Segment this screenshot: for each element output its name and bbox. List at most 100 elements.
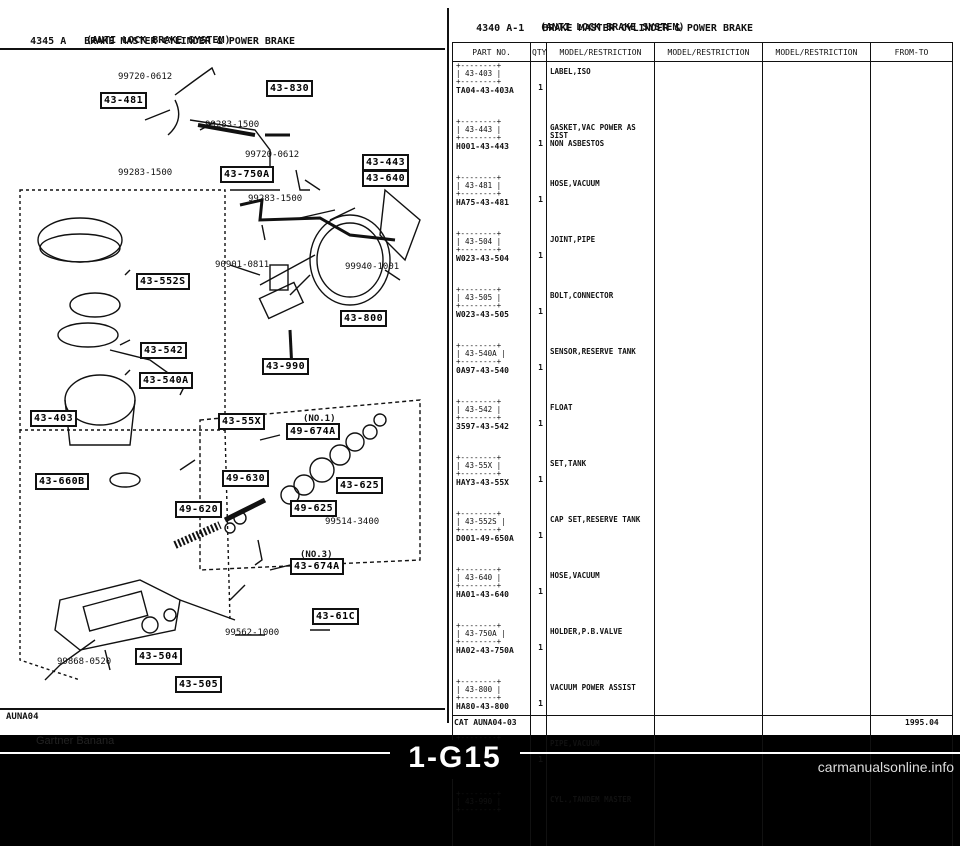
part-number: HA75-43-481 bbox=[456, 198, 527, 207]
ref-code: 43-640 bbox=[465, 573, 492, 582]
table-row: +--------+| 43-990 |+--------+CYL.,TANDE… bbox=[453, 790, 953, 846]
center-divider bbox=[447, 8, 449, 723]
pn-99562-1000: 99562-1000 bbox=[225, 628, 279, 638]
restriction-cell bbox=[655, 62, 763, 119]
from-to-cell bbox=[871, 230, 953, 286]
qty-cell: 1 bbox=[531, 510, 547, 566]
code-box: +--------+| 43-505 |+--------+ bbox=[456, 286, 527, 310]
qty-cell: 1 bbox=[531, 62, 547, 119]
callout-43-504: 43-504 bbox=[135, 648, 182, 665]
part-number: HA02-43-750A bbox=[456, 646, 527, 655]
code-box: +--------+| 43-504 |+--------+ bbox=[456, 230, 527, 254]
description-cell: JOINT,PIPE bbox=[547, 230, 655, 286]
pn-99720-0612-a: 99720-0612 bbox=[118, 72, 172, 82]
callout-43-674a: 43-674A bbox=[290, 558, 344, 575]
restriction-cell bbox=[655, 622, 763, 678]
footer-right: 1995.04 bbox=[905, 718, 939, 727]
restriction-cell bbox=[655, 118, 763, 174]
table-header-row: PART NO. QTY MODEL/RESTRICTION MODEL/RES… bbox=[453, 43, 953, 62]
parts-table: PART NO. QTY MODEL/RESTRICTION MODEL/RES… bbox=[452, 42, 953, 846]
description-cell: HOSE,VACUUM bbox=[547, 566, 655, 622]
parts-body: +--------+| 43-403 |+--------+TA04-43-40… bbox=[453, 62, 953, 846]
header-right-sub: (ANTI LOCK BRAKE SYSTEM) bbox=[540, 23, 685, 33]
pn-99283-1500-b: 99283-1500 bbox=[118, 168, 172, 178]
ref-code: 43-481 bbox=[465, 181, 492, 190]
qty-cell: 1 bbox=[531, 566, 547, 622]
restriction-cell bbox=[655, 174, 763, 230]
qty-cell bbox=[531, 790, 547, 846]
restriction-cell bbox=[763, 230, 871, 286]
diagram-drawing bbox=[0, 40, 445, 710]
page-id-badge: 1-G15 bbox=[390, 740, 520, 779]
restriction-cell bbox=[655, 230, 763, 286]
callout-43-481: 43-481 bbox=[100, 92, 147, 109]
table-row: +--------+| 43-800 |+--------+HA80-43-80… bbox=[453, 678, 953, 734]
callout-43-61c: 43-61C bbox=[312, 608, 359, 625]
code-box: +--------+| 43-55X |+--------+ bbox=[456, 454, 527, 478]
part-no-cell: +--------+| 43-481 |+--------+HA75-43-48… bbox=[453, 174, 531, 230]
part-number: 0A97-43-540 bbox=[456, 366, 527, 375]
code-box: +--------+| 43-990 |+--------+ bbox=[456, 790, 527, 814]
table-row: +--------+| 43-403 |+--------+TA04-43-40… bbox=[453, 62, 953, 119]
part-no-cell: +--------+| 43-542 |+--------+3597-43-54… bbox=[453, 398, 531, 454]
pn-90901-0811: 90901-0811 bbox=[215, 260, 269, 270]
qty-cell: 1 bbox=[531, 342, 547, 398]
from-to-cell bbox=[871, 622, 953, 678]
credit-text: Gartner Banana bbox=[36, 735, 114, 747]
code-box: +--------+| 43-552S |+--------+ bbox=[456, 510, 527, 534]
pn-99940-1001: 99940-1001 bbox=[345, 262, 399, 272]
ref-code: 43-505 bbox=[465, 293, 492, 302]
restriction-cell bbox=[655, 398, 763, 454]
ref-code: 43-55X bbox=[465, 461, 492, 470]
catalog-page: 4345 A BRAKE MASTER CYLINDER & POWER BRA… bbox=[0, 0, 960, 735]
part-no-cell: +--------+| 43-403 |+--------+TA04-43-40… bbox=[453, 62, 531, 119]
callout-43-640: 43-640 bbox=[362, 170, 409, 187]
ref-code: 43-540A bbox=[465, 349, 497, 358]
ref-code: 43-990 bbox=[465, 797, 492, 806]
part-no-cell: +--------+| 43-505 |+--------+W023-43-50… bbox=[453, 286, 531, 342]
part-no-cell: +--------+| 43-640 |+--------+HA01-43-64… bbox=[453, 566, 531, 622]
table-row: +--------+| 43-750A |+--------+HA02-43-7… bbox=[453, 622, 953, 678]
restriction-cell bbox=[763, 678, 871, 734]
col-model-restriction-3: MODEL/RESTRICTION bbox=[763, 43, 871, 62]
callout-43-800: 43-800 bbox=[340, 310, 387, 327]
ref-code: 43-750A bbox=[465, 629, 497, 638]
qty-cell: 1 bbox=[531, 734, 547, 790]
description-cell: HOSE,VACUUM bbox=[547, 174, 655, 230]
ref-code: 43-552S bbox=[465, 517, 497, 526]
table-row: +--------+| 43-540A |+--------+0A97-43-5… bbox=[453, 342, 953, 398]
callout-49-674a: 49-674A bbox=[286, 423, 340, 440]
table-row: +--------+| 43-640 |+--------+HA01-43-64… bbox=[453, 566, 953, 622]
table-row: +--------+| 43-443 |+--------+H001-43-44… bbox=[453, 118, 953, 174]
qty-cell: 1 bbox=[531, 174, 547, 230]
ref-code: 43-542 bbox=[465, 405, 492, 414]
table-bottom-rule bbox=[452, 715, 952, 716]
from-to-cell bbox=[871, 174, 953, 230]
ref-code: 43-504 bbox=[465, 237, 492, 246]
callout-49-630: 49-630 bbox=[222, 470, 269, 487]
qty-cell: 1 bbox=[531, 398, 547, 454]
part-number: 3597-43-542 bbox=[456, 422, 527, 431]
callout-43-990: 43-990 bbox=[262, 358, 309, 375]
callout-43-443: 43-443 bbox=[362, 154, 409, 171]
callout-49-625: 49-625 bbox=[290, 500, 337, 517]
part-number: H001-43-443 bbox=[456, 142, 527, 151]
restriction-cell bbox=[655, 286, 763, 342]
callout-49-620: 49-620 bbox=[175, 501, 222, 518]
restriction-cell bbox=[655, 678, 763, 734]
code-box: +--------+| 43-540A |+--------+ bbox=[456, 342, 527, 366]
col-qty: QTY bbox=[531, 43, 547, 62]
footer-left-rule bbox=[0, 708, 445, 710]
restriction-cell bbox=[763, 566, 871, 622]
header-right-code: 4340 A-1 bbox=[476, 23, 524, 34]
part-number: TA04-43-403A bbox=[456, 86, 527, 95]
callout-43-542: 43-542 bbox=[140, 342, 187, 359]
callout-43-505: 43-505 bbox=[175, 676, 222, 693]
code-box: +--------+| 43-443 |+--------+ bbox=[456, 118, 527, 142]
part-number: D001-49-650A bbox=[456, 534, 527, 543]
part-no-cell: +--------+| 43-990 |+--------+ bbox=[453, 790, 531, 846]
callout-43-660b: 43-660B bbox=[35, 473, 89, 490]
restriction-cell bbox=[763, 398, 871, 454]
table-row: +--------+| 43-542 |+--------+3597-43-54… bbox=[453, 398, 953, 454]
